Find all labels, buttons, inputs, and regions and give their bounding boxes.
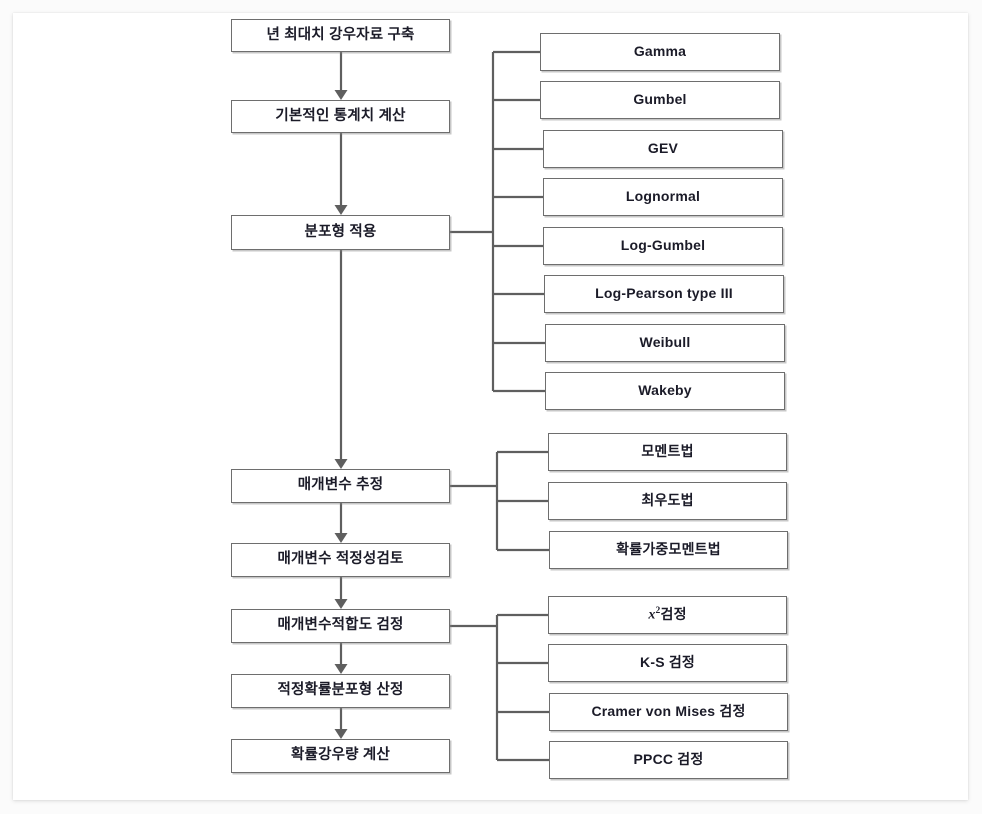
branch-distributions-lognormal[interactable]: Lognormal: [543, 178, 783, 216]
flow-step-step1[interactable]: 년 최대치 강우자료 구축: [231, 19, 450, 52]
branch-distributions-weibull[interactable]: Weibull: [545, 324, 785, 362]
flow-step-step5[interactable]: 매개변수 적정성검토: [231, 543, 450, 577]
branch-goodness-of-fit-tests-검정[interactable]: x2 검정: [548, 596, 787, 634]
branch-distributions-log-pearson-type-iii[interactable]: Log-Pearson type III: [544, 275, 784, 313]
branch-parameter-estimation-methods-모멘트법[interactable]: 모멘트법: [548, 433, 787, 471]
branch-distributions-gev[interactable]: GEV: [543, 130, 783, 168]
branch-parameter-estimation-methods-확률가중모멘트법[interactable]: 확률가중모멘트법: [549, 531, 788, 569]
flow-step-step8[interactable]: 확률강우량 계산: [231, 739, 450, 773]
flow-step-step3[interactable]: 분포형 적용: [231, 215, 450, 250]
branch-distributions-wakeby[interactable]: Wakeby: [545, 372, 785, 410]
flow-step-step7[interactable]: 적정확률분포형 산정: [231, 674, 450, 708]
arrow-head: [334, 533, 348, 543]
arrow-head: [334, 664, 348, 674]
arrow-head: [334, 459, 348, 469]
arrow-head: [334, 729, 348, 739]
branch-goodness-of-fit-tests-k-s-검정[interactable]: K-S 검정: [548, 644, 787, 682]
branch-distributions-log-gumbel[interactable]: Log-Gumbel: [543, 227, 783, 265]
branch-goodness-of-fit-tests-ppcc-검정[interactable]: PPCC 검정: [549, 741, 788, 779]
branch-distributions-gumbel[interactable]: Gumbel: [540, 81, 780, 119]
flow-step-step2[interactable]: 기본적인 통계치 계산: [231, 100, 450, 133]
arrow-head: [334, 205, 348, 215]
diagram-card: [13, 13, 968, 800]
flow-step-step4[interactable]: 매개변수 추정: [231, 469, 450, 503]
branch-goodness-of-fit-tests-cramer-von-mises-검정[interactable]: Cramer von Mises 검정: [549, 693, 788, 731]
arrow-head: [334, 599, 348, 609]
arrow-head: [334, 90, 348, 100]
branch-distributions-gamma[interactable]: Gamma: [540, 33, 780, 71]
branch-parameter-estimation-methods-최우도법[interactable]: 최우도법: [548, 482, 787, 520]
flow-step-step6[interactable]: 매개변수적합도 검정: [231, 609, 450, 643]
